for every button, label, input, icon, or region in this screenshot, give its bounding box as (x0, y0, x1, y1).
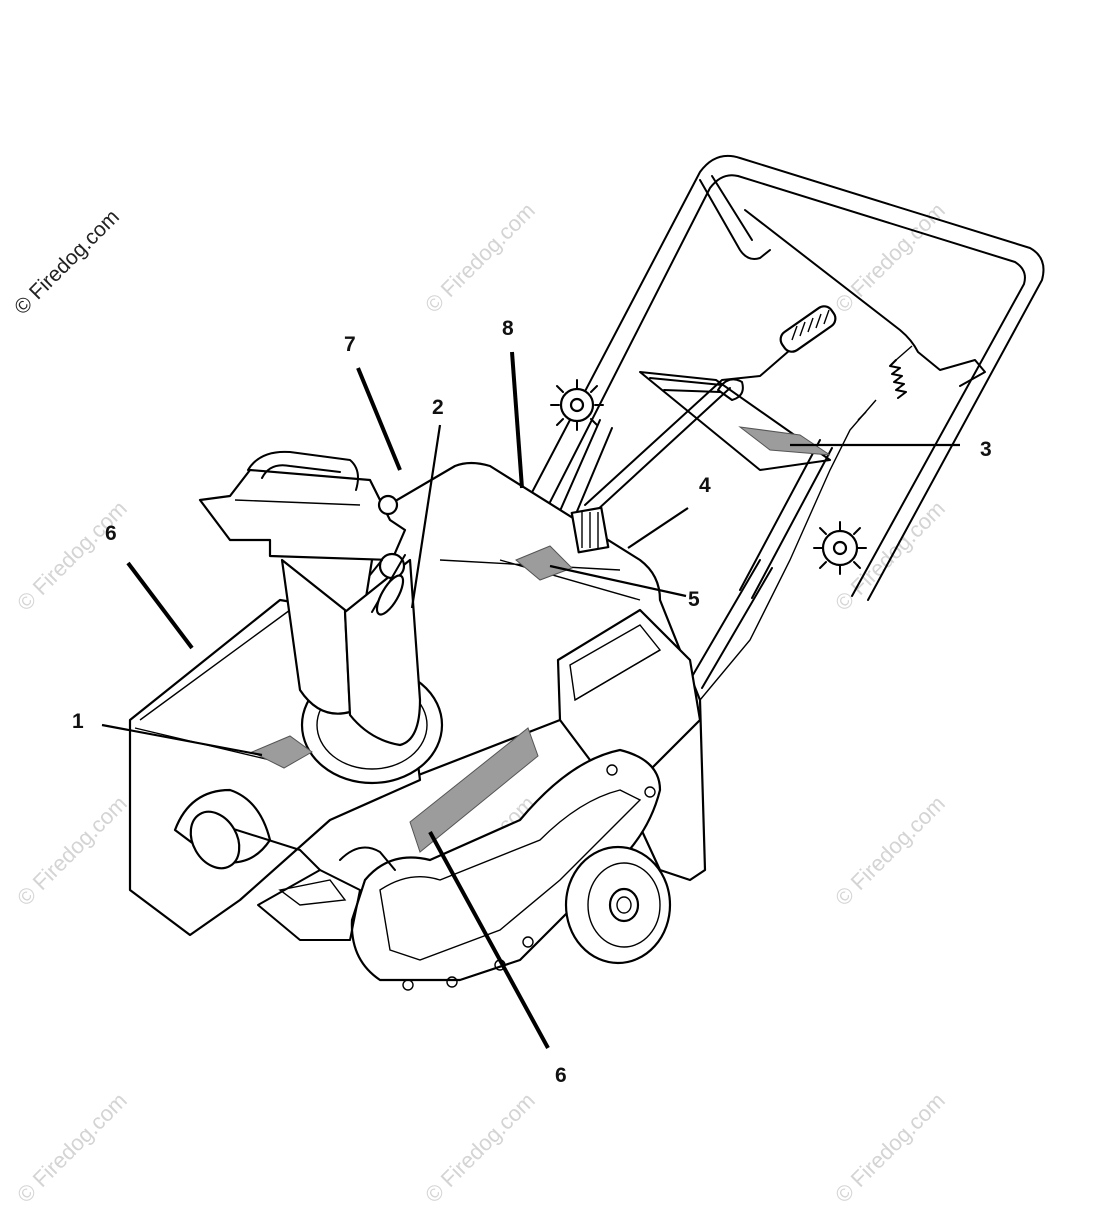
callout-1: 1 (72, 710, 84, 733)
control-lever (584, 305, 837, 513)
leader-8 (510, 351, 524, 489)
callout-3: 3 (980, 438, 992, 461)
leader-7 (356, 367, 402, 471)
handle-knob-left (550, 379, 604, 431)
leader-1 (101, 723, 263, 757)
leader-5 (549, 564, 687, 598)
decals (250, 426, 831, 853)
engine-housing (338, 461, 707, 882)
discharge-chute (198, 450, 444, 785)
leader-lines (101, 351, 960, 1049)
callout-5: 5 (688, 588, 700, 611)
callout-6-left: 6 (105, 522, 117, 545)
callout-7: 7 (344, 333, 356, 356)
callout-4: 4 (699, 474, 711, 497)
wheel (564, 845, 672, 965)
leader-4 (627, 507, 689, 549)
decal-6 (409, 727, 539, 853)
leader-2 (410, 424, 442, 609)
decal-1 (250, 735, 313, 769)
callout-6-bottom: 6 (555, 1064, 567, 1087)
leader-6-left (126, 561, 194, 650)
decal-5 (515, 545, 573, 581)
decal-3 (738, 426, 831, 456)
leader-6-bottom (428, 831, 550, 1049)
callouts: 1 2 3 4 5 6 6 7 8 (72, 317, 992, 1087)
handle-knob-right (813, 521, 867, 575)
cable-spring (699, 345, 913, 701)
callout-2: 2 (432, 396, 444, 419)
callout-8: 8 (502, 317, 514, 340)
front-shroud (257, 748, 662, 991)
